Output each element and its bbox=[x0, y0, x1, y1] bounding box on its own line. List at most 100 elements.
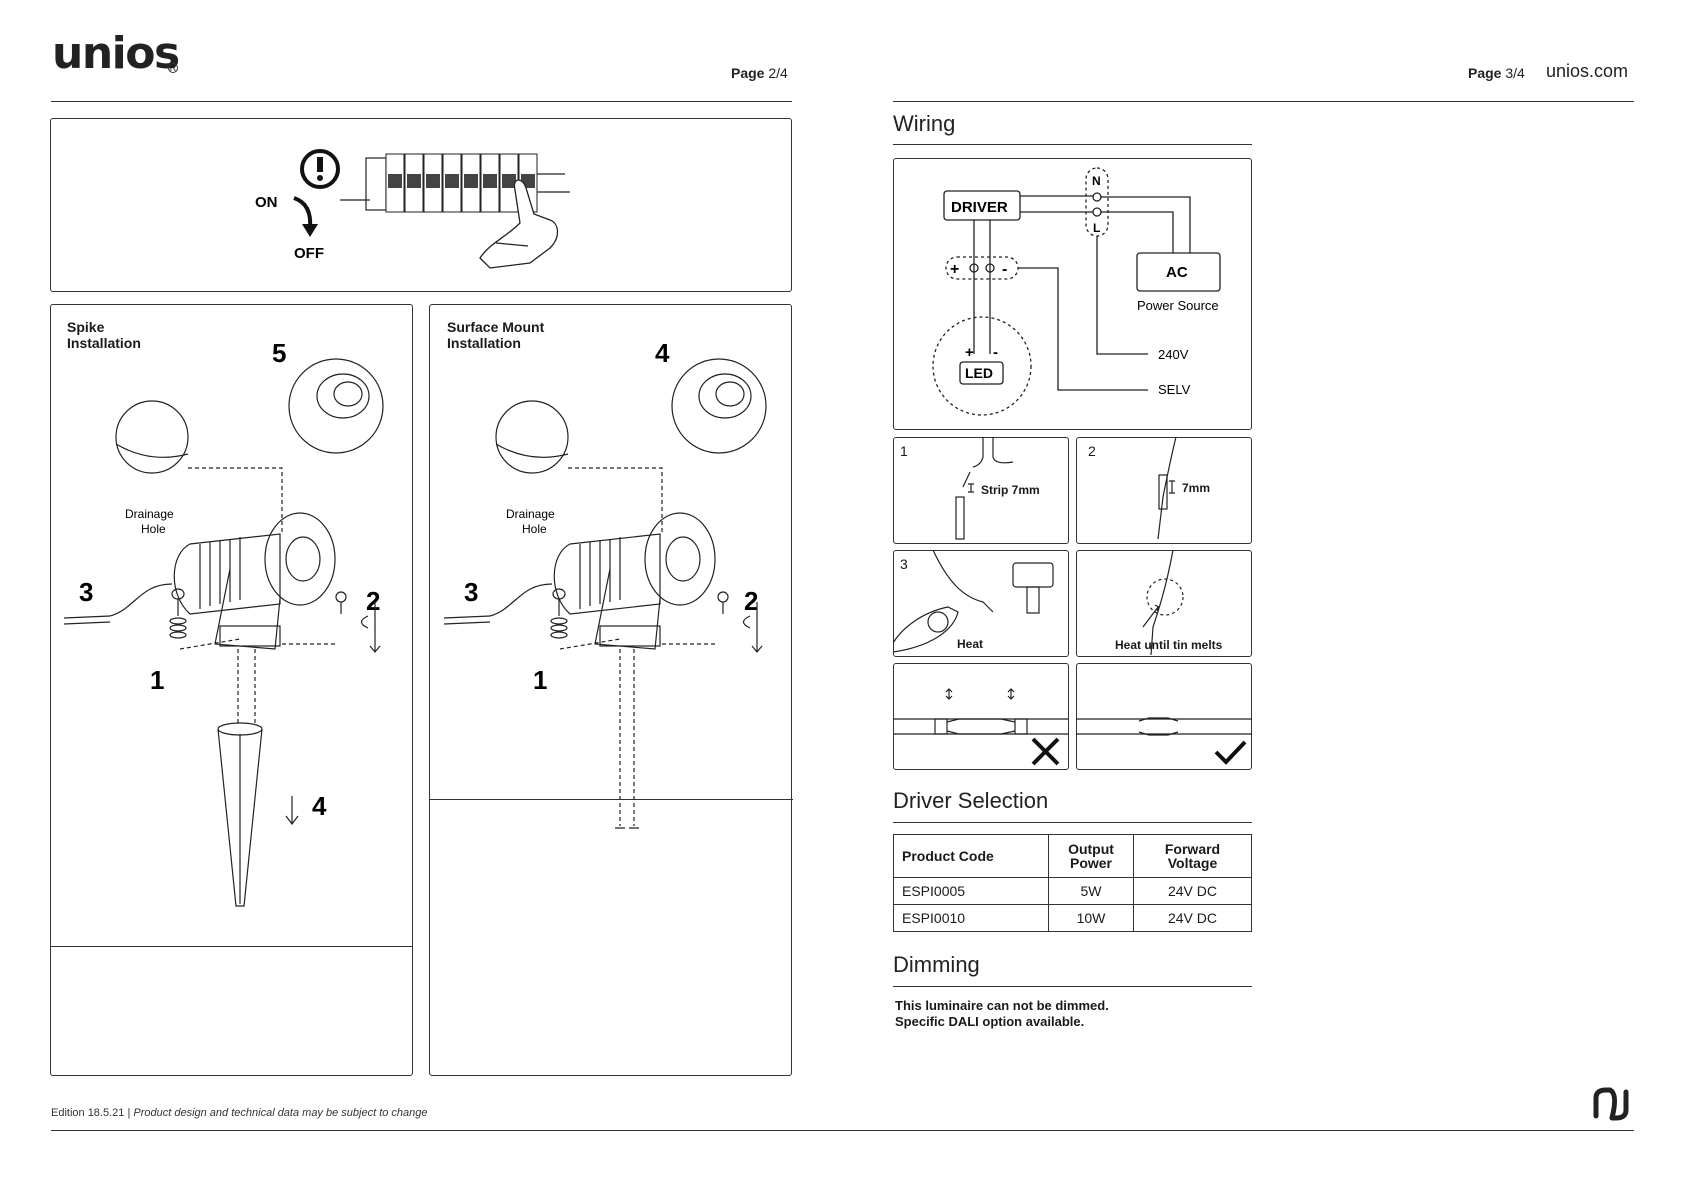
surface-step-2: 2 bbox=[744, 586, 758, 616]
step-3-number: 3 bbox=[900, 556, 908, 572]
v240-label: 240V bbox=[1158, 347, 1189, 362]
surface-line bbox=[430, 799, 793, 800]
spike-screws bbox=[169, 588, 347, 639]
wiring-rule bbox=[893, 144, 1252, 145]
surface-illustration: 4 3 2 1 Drainage Hole bbox=[443, 338, 767, 829]
neutral-label: N bbox=[1092, 174, 1101, 188]
breaker-switch bbox=[388, 174, 402, 188]
unios-logo: unios bbox=[52, 28, 180, 79]
disclaimer: Product design and technical data may be… bbox=[133, 1107, 428, 1119]
step-4-panel bbox=[1076, 550, 1252, 657]
surface-step-4: 4 bbox=[655, 338, 670, 368]
table-cell: ESPI0010 bbox=[893, 904, 1049, 932]
spike-title: Spike Installation bbox=[67, 319, 141, 351]
surface-step-1: 1 bbox=[533, 665, 547, 695]
correct-check-icon bbox=[1214, 740, 1247, 765]
surface-luminaire bbox=[443, 512, 716, 650]
breaker-switch bbox=[426, 174, 440, 188]
table-row: ESPI0010 10W 24V DC bbox=[893, 904, 1252, 932]
step-1-number: 1 bbox=[900, 443, 908, 459]
breaker-panel bbox=[50, 118, 792, 292]
column-header: Product Code bbox=[893, 834, 1049, 878]
driver-selection-rule bbox=[893, 822, 1252, 823]
spike-step-3: 3 bbox=[79, 577, 93, 607]
breaker-illustration: ON OFF bbox=[255, 149, 570, 269]
hand-icon bbox=[479, 179, 559, 269]
step-4-text: Heat until tin melts bbox=[1115, 638, 1223, 652]
surface-rotate-detail bbox=[671, 358, 767, 454]
switch-arrow-icon bbox=[293, 196, 318, 237]
driver-minus-label: - bbox=[1002, 261, 1007, 278]
dimming-line-2: Specific DALI option available. bbox=[895, 1014, 1085, 1029]
surface-title-line2: Installation bbox=[447, 335, 521, 351]
spike-stake bbox=[217, 722, 263, 907]
surface-drain-line1: Drainage bbox=[506, 507, 555, 521]
column-header: Forward Voltage bbox=[1133, 834, 1252, 878]
left-page-label: Page bbox=[731, 65, 765, 81]
on-label: ON bbox=[255, 194, 278, 211]
step-1-text: Strip 7mm bbox=[981, 483, 1040, 497]
spike-drain-detail bbox=[115, 400, 189, 474]
spike-step-4: 4 bbox=[312, 791, 327, 821]
live-label: L bbox=[1093, 221, 1100, 235]
table-row: ESPI0005 5W 24V DC bbox=[893, 877, 1252, 905]
rotate-arrow-icon bbox=[360, 602, 381, 653]
surface-installation-panel bbox=[429, 304, 792, 1076]
surface-title-line1: Surface Mount bbox=[447, 319, 545, 335]
unios-mark-icon bbox=[1593, 1087, 1629, 1121]
surface-step-3: 3 bbox=[464, 577, 478, 607]
spike-step-5: 5 bbox=[272, 338, 286, 368]
dimming-heading: Dimming bbox=[893, 952, 980, 977]
ac-label: AC bbox=[1166, 264, 1188, 281]
site-url: unios.com bbox=[1546, 61, 1629, 81]
spike-step-1: 1 bbox=[150, 665, 164, 695]
right-header-rule bbox=[893, 101, 1634, 102]
right-page-indicator: Page 3/4 bbox=[1468, 65, 1525, 81]
selv-label: SELV bbox=[1158, 382, 1191, 397]
table-cell: ESPI0005 bbox=[893, 877, 1049, 905]
down-arrow-icon bbox=[285, 796, 299, 825]
footer-rule bbox=[51, 1130, 1634, 1131]
led-plus-label: + bbox=[965, 344, 974, 361]
incorrect-joint-panel bbox=[893, 663, 1069, 770]
wiring-diagram bbox=[893, 158, 1252, 430]
column-header: Output Power bbox=[1048, 834, 1134, 878]
table-cell: 5W bbox=[1048, 877, 1134, 905]
spike-illustration: 5 3 2 1 4 Drainage Hole bbox=[63, 338, 384, 907]
step-2-text: 7mm bbox=[1182, 481, 1211, 495]
table-cell: 24V DC bbox=[1133, 877, 1252, 905]
spike-drain-line1: Drainage bbox=[125, 507, 174, 521]
edition-label: Edition 18.5.21 | bbox=[51, 1107, 131, 1119]
led-label: LED bbox=[965, 365, 993, 381]
off-label: OFF bbox=[294, 245, 324, 262]
driver-table: Product Code Output Power Forward Voltag… bbox=[893, 834, 1252, 932]
surface-screws bbox=[550, 588, 729, 639]
led-minus-label: - bbox=[993, 344, 998, 361]
spike-rotate-detail bbox=[288, 358, 384, 454]
spike-drain-line2: Hole bbox=[141, 522, 166, 536]
surface-drain-detail bbox=[495, 400, 569, 474]
surface-rotate-arrow-icon bbox=[742, 602, 763, 653]
table-cell: 24V DC bbox=[1133, 904, 1252, 932]
driver-table-header: Product Code Output Power Forward Voltag… bbox=[893, 834, 1252, 878]
surface-title: Surface Mount Installation bbox=[447, 319, 544, 351]
breaker-switch bbox=[502, 174, 516, 188]
breaker-switch bbox=[407, 174, 421, 188]
step-2-number: 2 bbox=[1088, 443, 1096, 459]
spike-title-line2: Installation bbox=[67, 335, 141, 351]
power-source-label: Power Source bbox=[1137, 298, 1219, 313]
warning-icon bbox=[300, 149, 340, 189]
table-cell: 10W bbox=[1048, 904, 1134, 932]
right-page-number: 3/4 bbox=[1505, 65, 1525, 81]
breaker-switch bbox=[445, 174, 459, 188]
footer-note: Edition 18.5.21 | Product design and tec… bbox=[51, 1107, 428, 1119]
wiring-schematic: N L DRIVER + - + - LED AC Power Source 2… bbox=[932, 167, 1221, 416]
left-page-indicator: Page 2/4 bbox=[731, 65, 788, 81]
spike-installation-panel bbox=[50, 304, 413, 1076]
registered-mark: R bbox=[168, 63, 178, 73]
spike-title-line1: Spike bbox=[67, 319, 105, 335]
right-page-label: Page bbox=[1468, 65, 1502, 81]
spike-step-2: 2 bbox=[366, 586, 380, 616]
wiring-heading: Wiring bbox=[893, 111, 956, 136]
dimming-text: This luminaire can not be dimmed. Specif… bbox=[895, 998, 1109, 1030]
